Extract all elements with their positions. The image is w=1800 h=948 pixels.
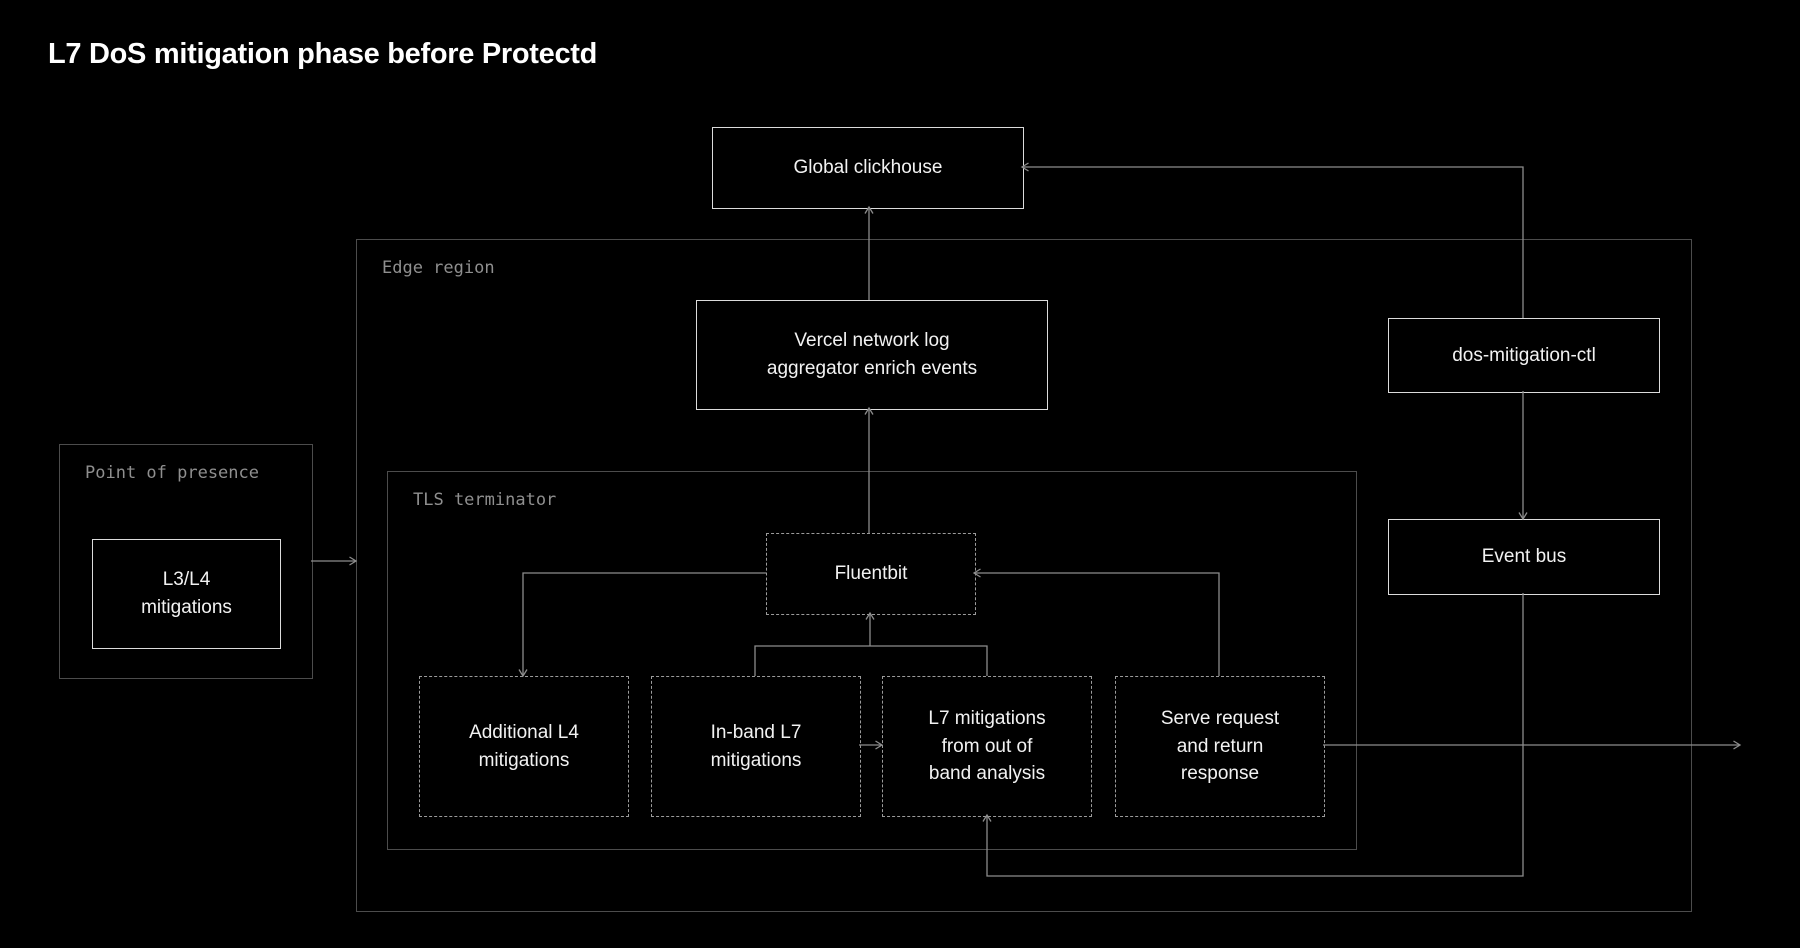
node-dos-mitigation-ctl: dos-mitigation-ctl xyxy=(1388,318,1660,393)
node-global-clickhouse-label: Global clickhouse xyxy=(793,157,943,179)
node-network-log-aggregator-label: Vercel network log aggregator enrich eve… xyxy=(766,330,978,379)
node-serve-request: Serve request and return response xyxy=(1115,676,1325,817)
node-fluentbit: Fluentbit xyxy=(766,533,976,615)
node-event-bus-label: Event bus xyxy=(1481,546,1567,568)
node-l3-l4-mitigations: L3/L4 mitigations xyxy=(92,539,281,649)
diagram-title: L7 DoS mitigation phase before Protectd xyxy=(48,38,598,70)
node-in-band-l7-mitigations-label: In-band L7 mitigations xyxy=(710,721,802,771)
node-fluentbit-label: Fluentbit xyxy=(834,563,908,585)
node-l3-l4-mitigations-label: L3/L4 mitigations xyxy=(141,569,232,618)
node-serve-request-label: Serve request and return response xyxy=(1160,708,1280,785)
node-network-log-aggregator: Vercel network log aggregator enrich eve… xyxy=(696,300,1048,410)
node-dos-mitigation-ctl-label: dos-mitigation-ctl xyxy=(1452,344,1596,366)
node-in-band-l7-mitigations: In-band L7 mitigations xyxy=(651,676,861,817)
node-l7-out-of-band-mitigations-label: L7 mitigations from out of band analysis xyxy=(928,708,1046,785)
node-l7-out-of-band-mitigations: L7 mitigations from out of band analysis xyxy=(882,676,1092,817)
edge-region-label: Edge region xyxy=(382,258,495,278)
tls-terminator-label: TLS terminator xyxy=(413,490,557,510)
node-event-bus: Event bus xyxy=(1388,519,1660,595)
point-of-presence-label: Point of presence xyxy=(85,463,259,483)
node-additional-l4-mitigations-label: Additional L4 mitigations xyxy=(469,721,579,771)
node-global-clickhouse: Global clickhouse xyxy=(712,127,1024,209)
node-additional-l4-mitigations: Additional L4 mitigations xyxy=(419,676,629,817)
